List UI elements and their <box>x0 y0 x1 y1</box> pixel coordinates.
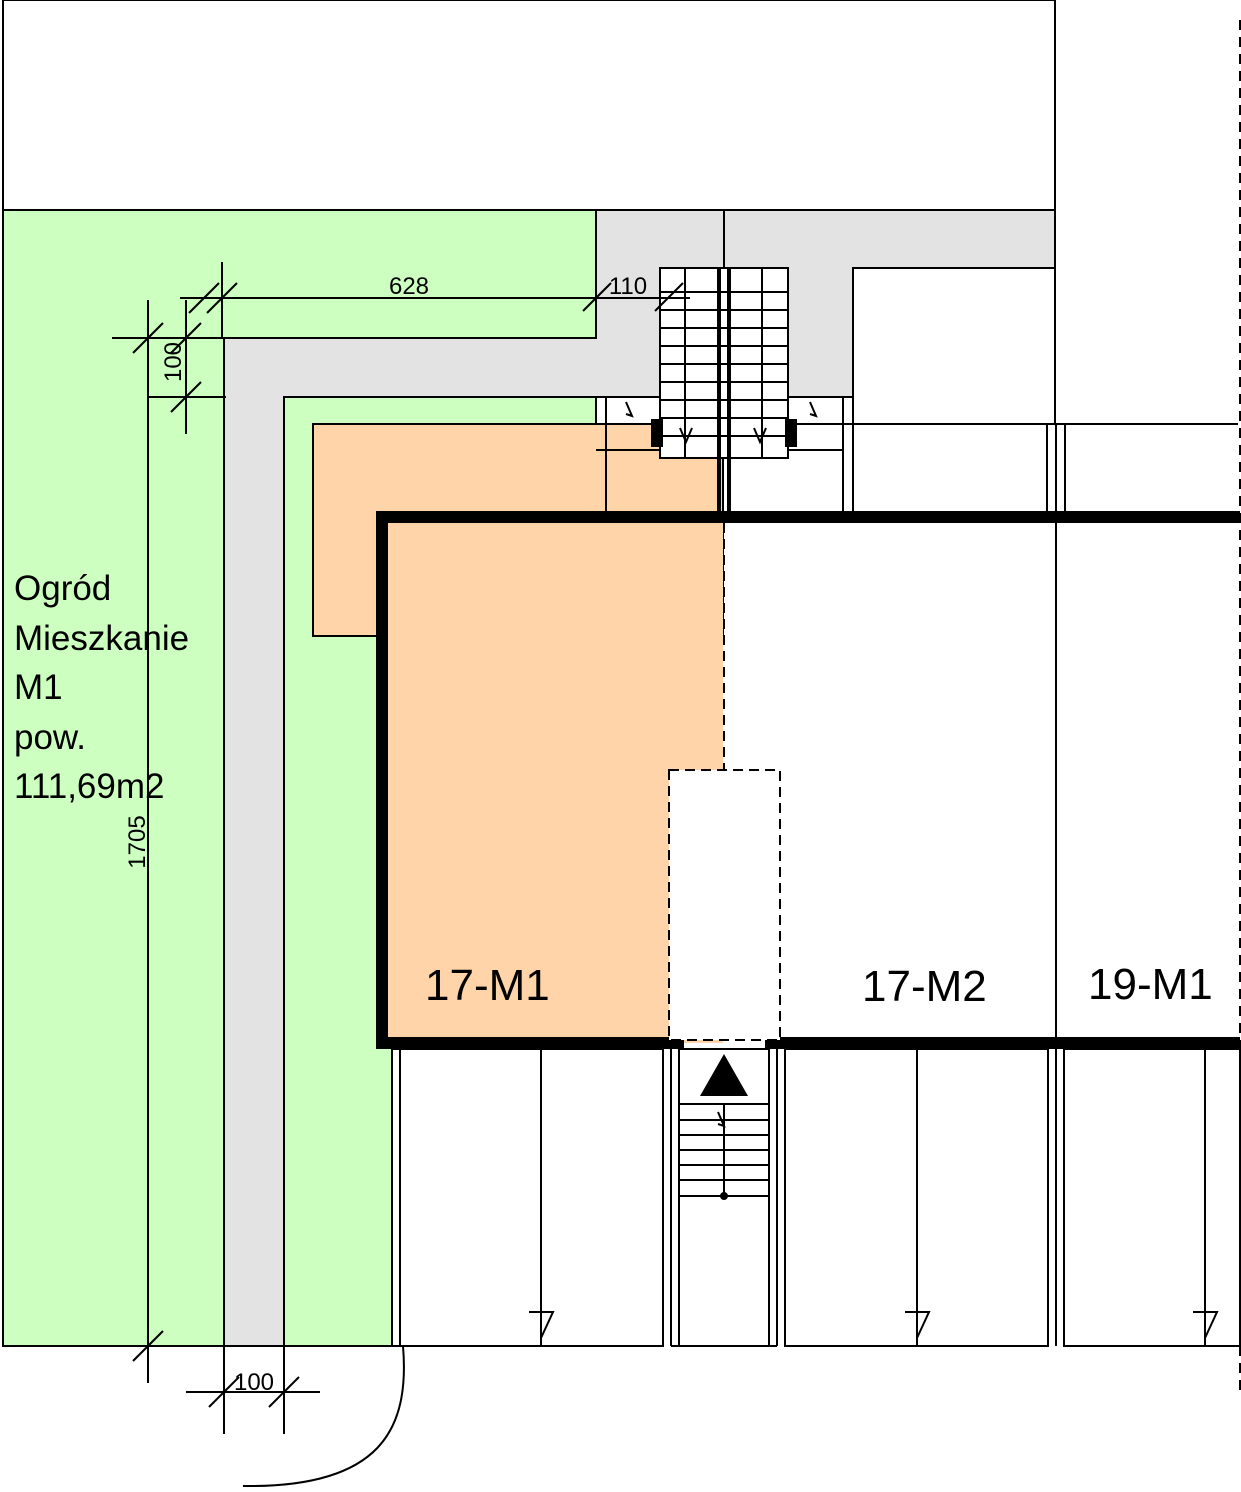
top-plot <box>2 0 1056 211</box>
garden-label-line2: Mieszkanie <box>14 619 189 658</box>
garden-label-line4: pow. <box>14 718 86 757</box>
entrance-arrow-icon <box>700 1054 748 1096</box>
building-outline <box>376 511 1240 1049</box>
upper-stair <box>596 267 853 517</box>
garden-label-line1: Ogród <box>14 569 111 608</box>
front-yards <box>242 1048 1241 1488</box>
garden-label-line3: M1 <box>14 668 63 707</box>
paved-path <box>223 209 1056 1347</box>
dim-top-length: 628 <box>389 273 429 300</box>
dim-bottom-offset: 100 <box>234 1369 274 1396</box>
unit-label-17-m2: 17-M2 <box>862 962 987 1011</box>
dim-top-gap: 110 <box>609 273 647 300</box>
dimension-lines <box>112 262 690 1434</box>
unit-17-m1-floor <box>382 517 723 1043</box>
garden-label-line5: 111,69m2 <box>14 767 164 806</box>
dim-height: 1705 <box>124 815 151 868</box>
unit-19-m1-floor <box>1055 517 1240 1043</box>
unit-label-19-m1: 19-M1 <box>1088 960 1213 1009</box>
unit-label-17-m1: 17-M1 <box>425 961 550 1010</box>
dim-left-offset: 100 <box>160 342 187 382</box>
